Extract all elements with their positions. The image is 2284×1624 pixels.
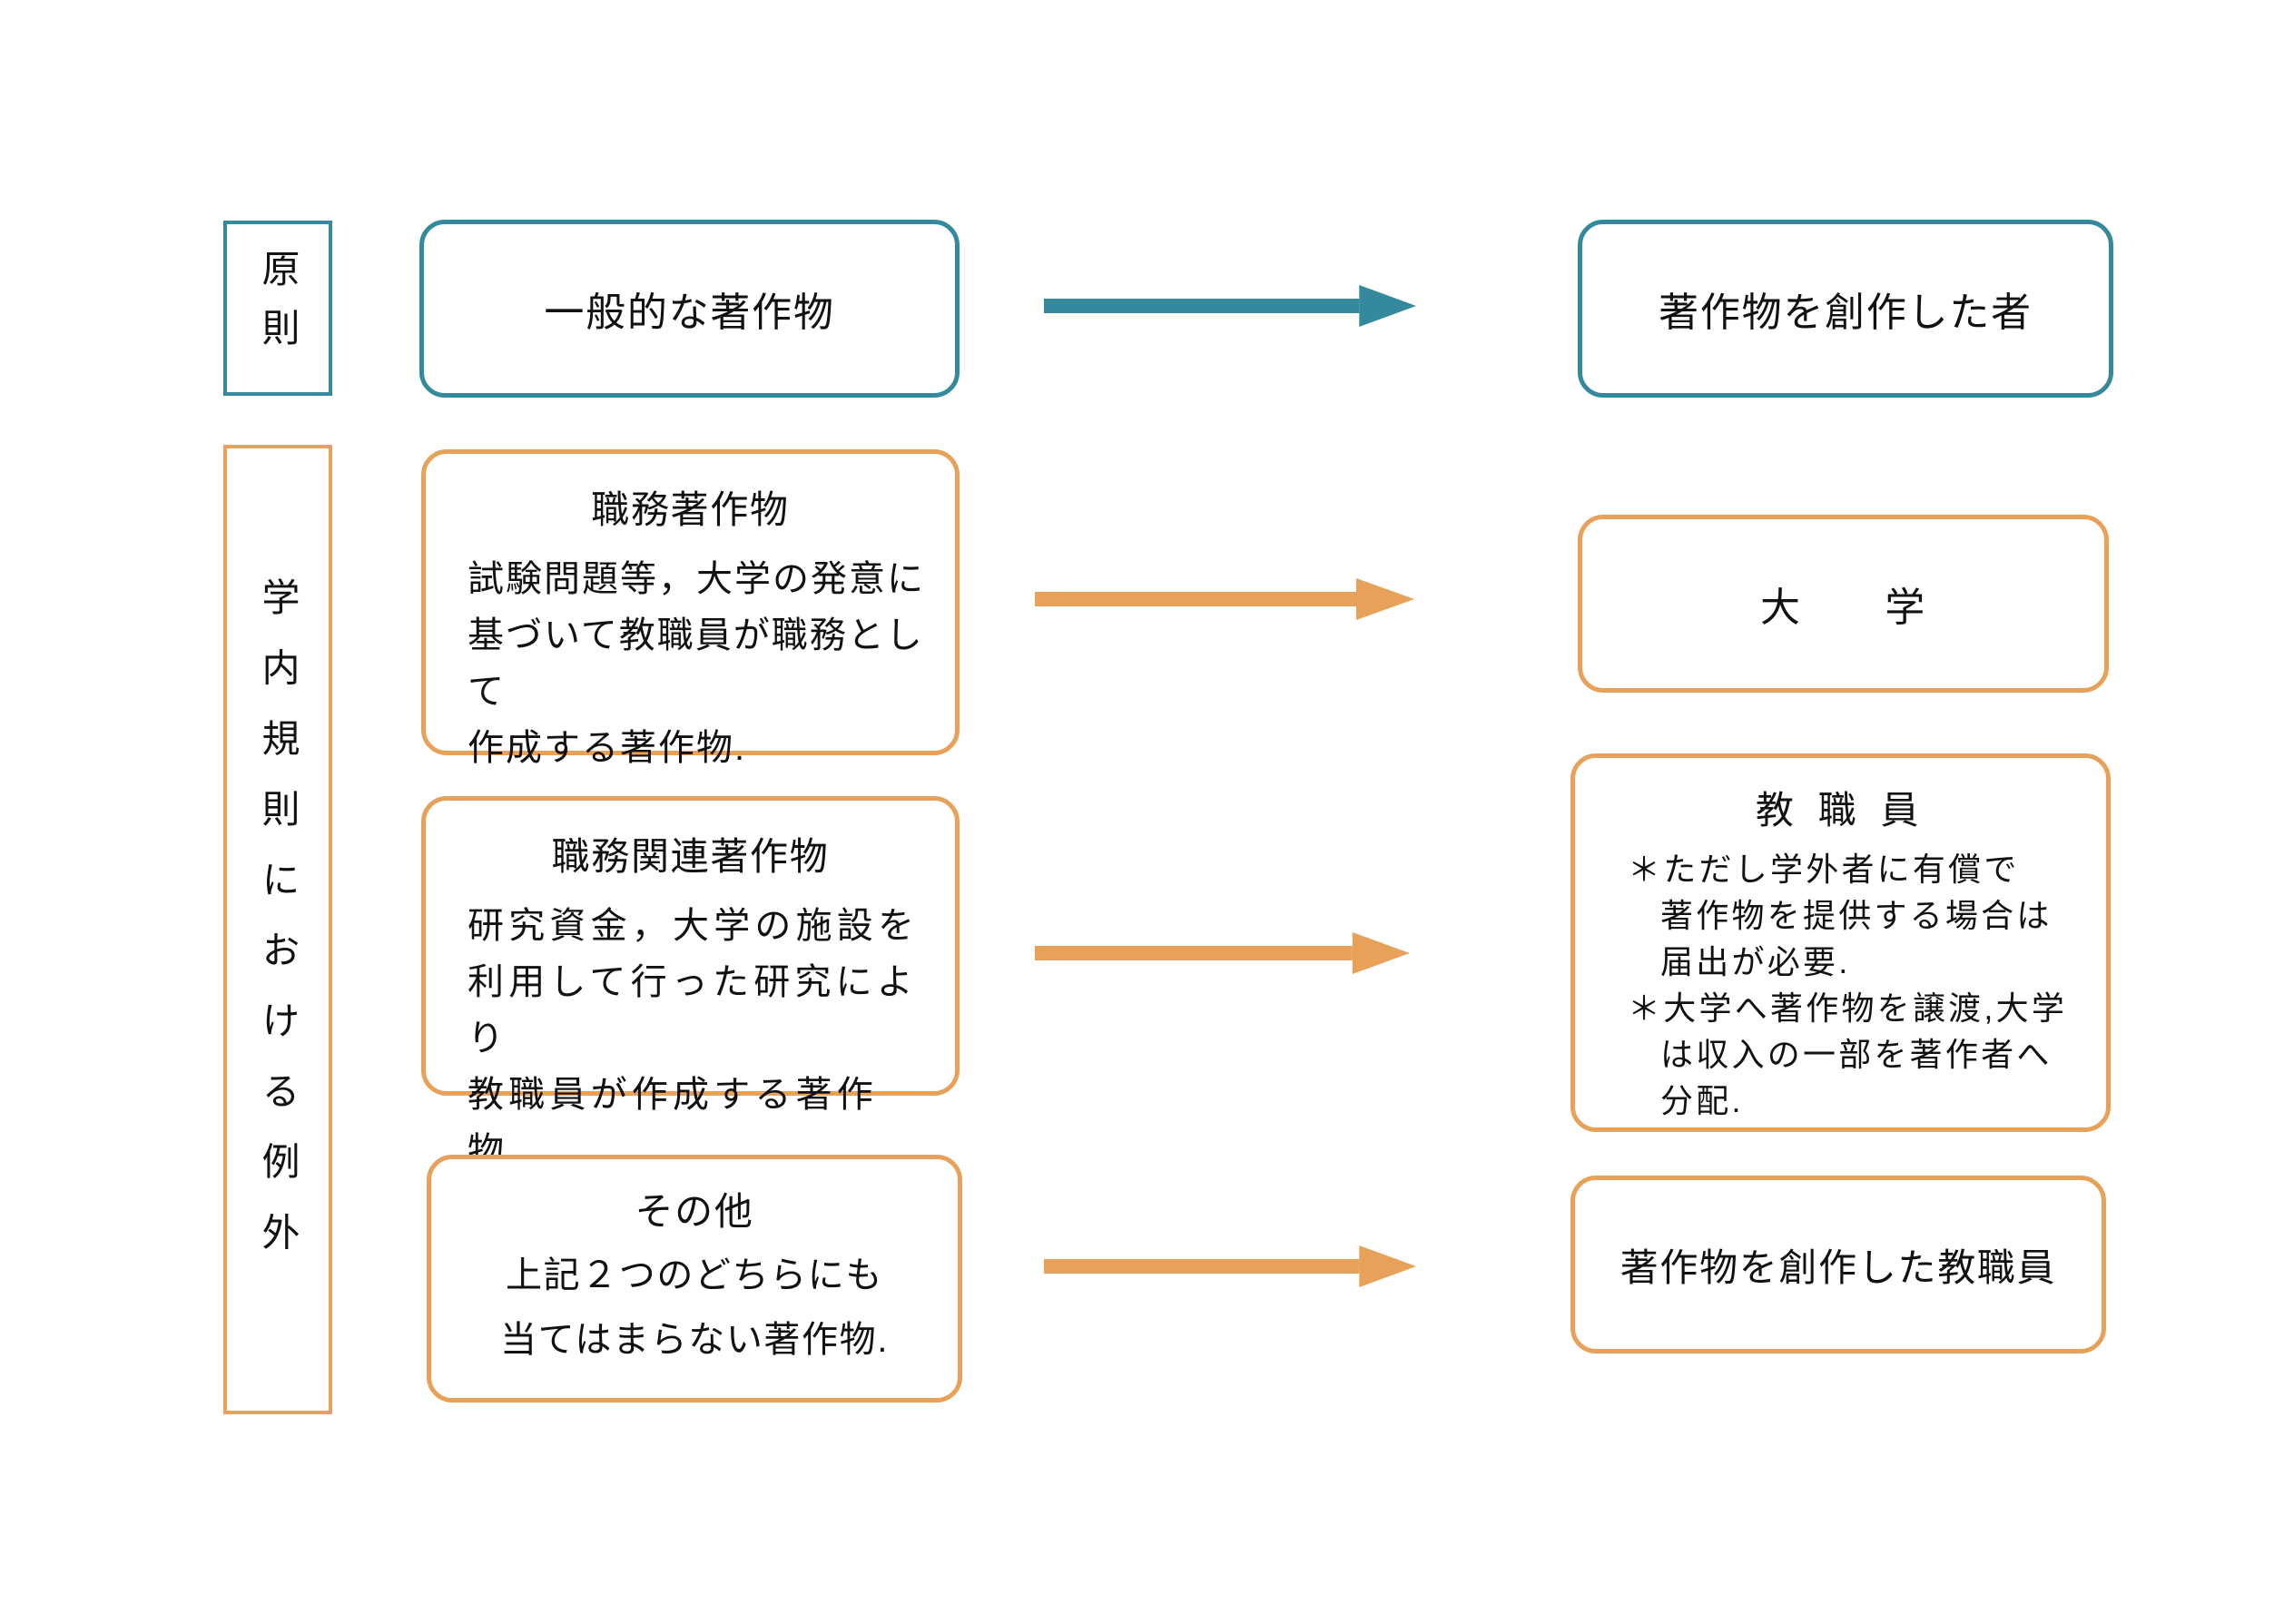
arrow-work-for-hire (1035, 578, 1416, 620)
principle-row-label-box: 原則 (223, 221, 332, 396)
creator-box: 著作物を創作した者 (1578, 220, 2113, 398)
exception-row-label-box: 学内規則における例外 (223, 445, 332, 1414)
general-work-box: 一般的な著作物 (419, 220, 960, 398)
university-label: 大 学 (1759, 586, 1927, 630)
arrow-duty-related (1035, 932, 1412, 974)
other-works-title: その他 (635, 1189, 754, 1233)
principle-row-label: 原則 (257, 249, 300, 368)
creator-label: 著作物を創作した者 (1659, 290, 2033, 335)
duty-related-work-description: 研究資金，大学の施設を 利用して行った研究により 教職員が作成する著作物. (468, 906, 920, 1171)
other-works-box: その他 上記２つのどちらにも 当てはまらない著作物. (427, 1155, 962, 1403)
work-for-hire-box: 職務著作物 試験問題等，大学の発意に 基づいて教職員が職務として 作成する著作物… (421, 449, 960, 768)
faculty-staff-notes: ＊ただし学外者に有償で 著作物を提供する場合は 届出が必要. ＊大学へ著作物を譲… (1575, 846, 2106, 1124)
faculty-staff-title: 教 職 員 (1755, 789, 1926, 832)
other-works-description: 上記２つのどちらにも 当てはまらない著作物. (500, 1255, 889, 1360)
work-for-hire-description: 試験問題等，大学の発意に 基づいて教職員が職務として 作成する著作物. (468, 559, 925, 768)
faculty-staff-box: 教 職 員 ＊ただし学外者に有償で 著作物を提供する場合は 届出が必要. ＊大学… (1570, 753, 2111, 1132)
duty-related-work-title: 職務関連著作物 (551, 835, 830, 878)
work-for-hire-title: 職務著作物 (591, 488, 790, 531)
faculty-staff-note-paid-provision: ＊ただし学外者に有償で 著作物を提供する場合は 届出が必要. (1628, 851, 2053, 980)
university-box: 大 学 (1578, 515, 2109, 693)
creating-staff-label: 著作物を創作した教職員 (1619, 1245, 2057, 1289)
exception-row-label: 学内規則における例外 (257, 576, 300, 1283)
general-work-label: 一般的な著作物 (544, 290, 835, 335)
faculty-staff-note-transfer: ＊大学へ著作物を譲渡,大学 は収入の一部を著作者へ 分配. (1628, 989, 2068, 1119)
creating-staff-box: 著作物を創作した教職員 (1570, 1176, 2106, 1353)
arrow-principle (1044, 285, 1418, 327)
duty-related-work-box: 職務関連著作物 研究資金，大学の施設を 利用して行った研究により 教職員が作成す… (421, 796, 960, 1171)
arrow-other-works (1044, 1245, 1418, 1287)
